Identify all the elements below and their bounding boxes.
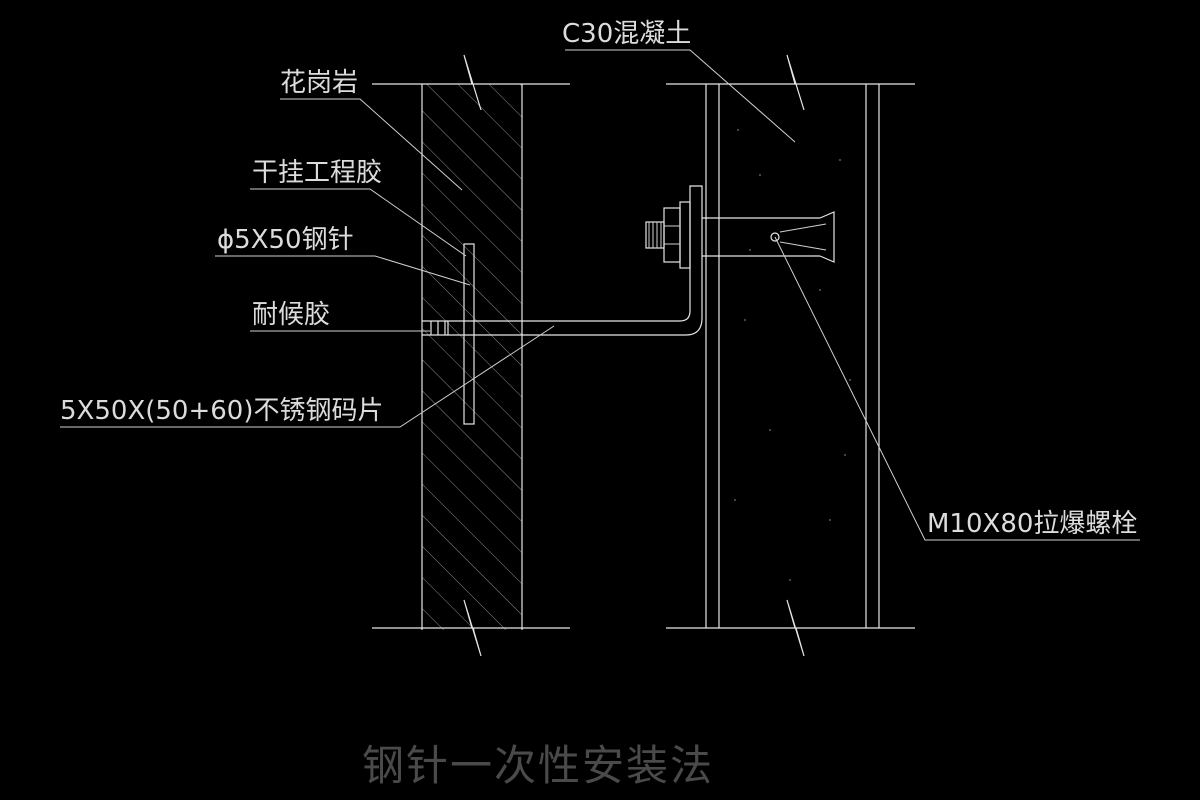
concrete-top-break-line: [666, 54, 915, 111]
drawing-title: 钢针一次性安装法: [362, 741, 714, 790]
dry-hang-glue-label: 干挂工程胶: [252, 158, 382, 188]
expansion-bolt: [645, 201, 835, 269]
granite-label: 花岗岩: [280, 68, 358, 98]
concrete-bottom-break-line: [666, 599, 915, 657]
concrete-label: C30混凝土: [562, 19, 691, 49]
weather-sealant-joint: [422, 320, 448, 336]
granite-bottom-break-line: [372, 599, 570, 657]
stainless-bracket: [447, 185, 703, 336]
concrete-wall: [705, 84, 880, 628]
weather-sealant-label: 耐候胶: [252, 300, 330, 330]
expansion-bolt-label: M10X80拉爆螺栓: [927, 509, 1137, 539]
granite-top-break-line: [372, 54, 570, 111]
granite-panel: [421, 84, 523, 630]
stainless-bracket-label: 5X50X(50+60)不锈钢码片: [60, 396, 384, 426]
leader-lines: [60, 49, 1140, 541]
concrete-texture: [734, 129, 851, 581]
steel-pin-label: ϕ5X50钢针: [217, 225, 354, 255]
steel-pin: [463, 243, 475, 425]
